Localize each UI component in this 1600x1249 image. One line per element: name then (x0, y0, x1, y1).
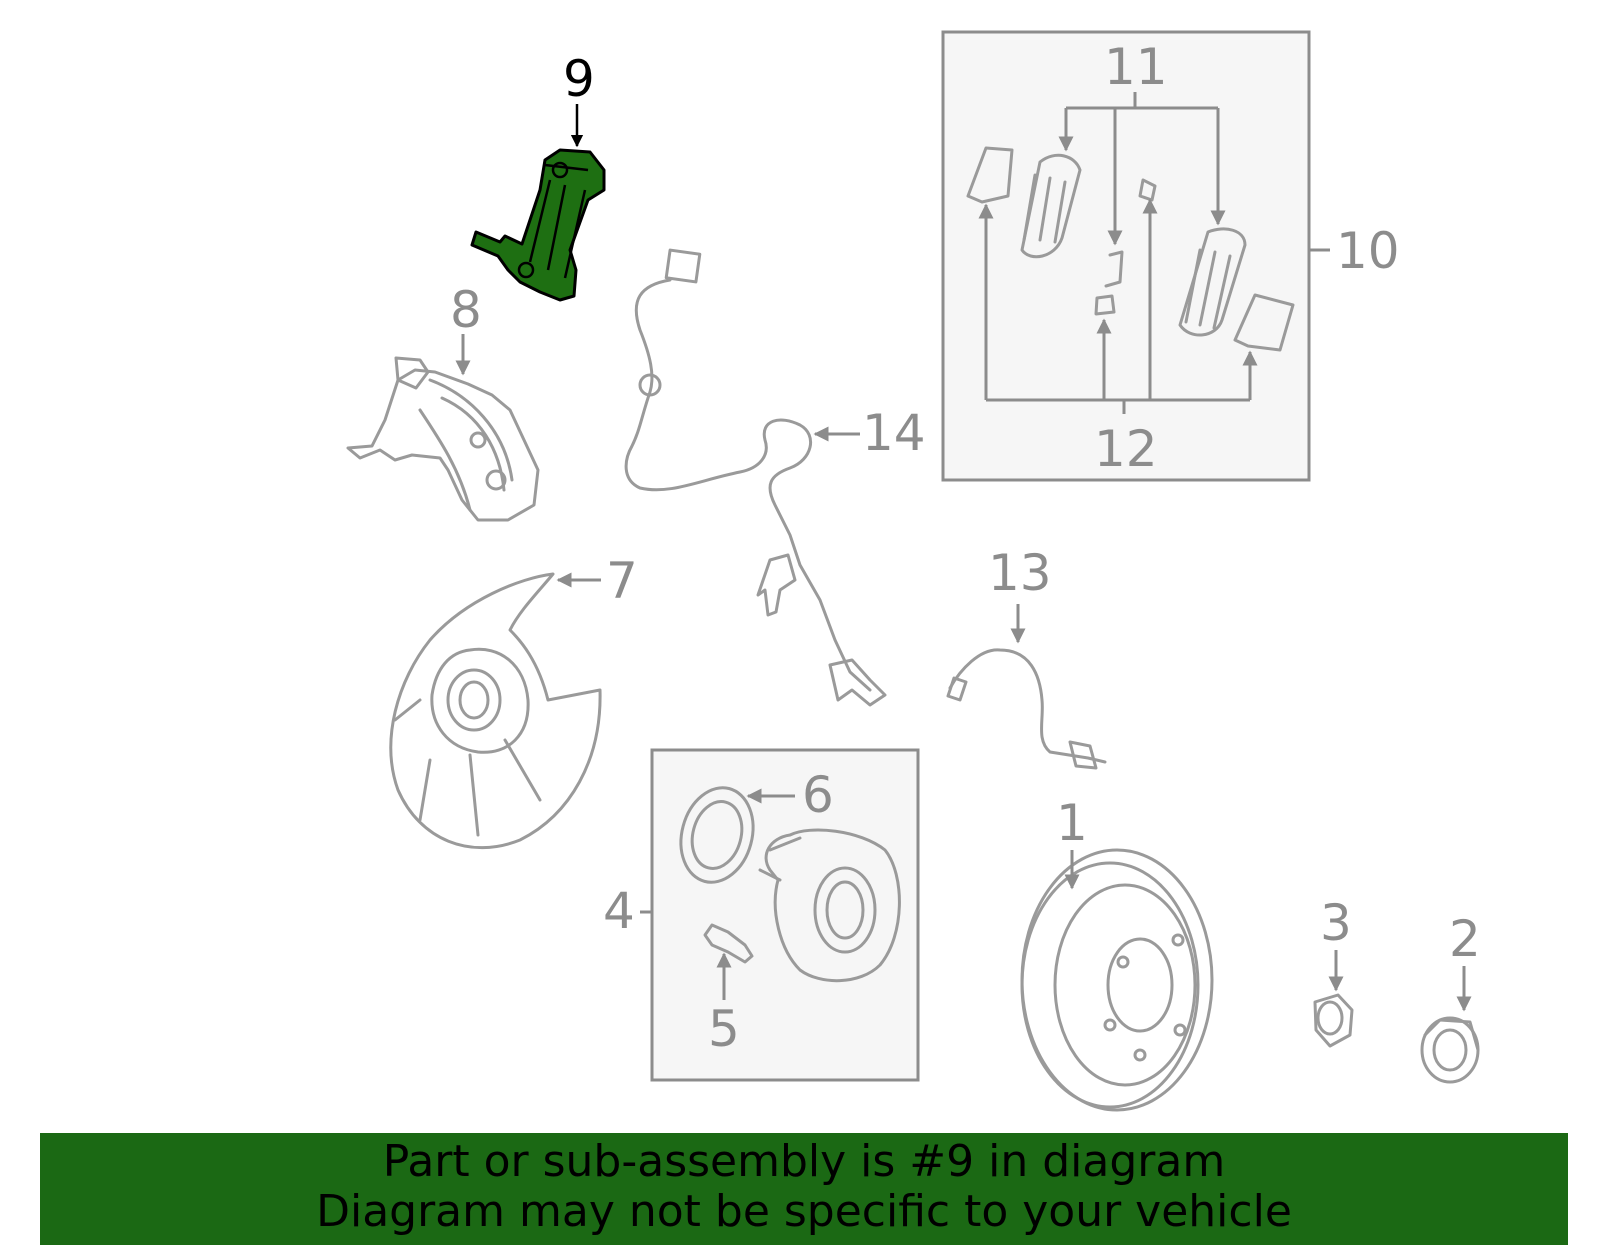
leader-12 (986, 398, 1250, 414)
callout-10[interactable]: 10 (1336, 222, 1400, 280)
banner-line-1: Part or sub-assembly is #9 in diagram (382, 1136, 1226, 1187)
caliper-support-part-9[interactable] (470, 148, 606, 302)
leader-lines (455, 92, 1472, 1012)
banner-line-2: Diagram may not be specific to your vehi… (316, 1186, 1292, 1237)
callout-labels: 9 8 7 14 13 6 4 5 1 3 2 10 11 12 (450, 38, 1481, 1058)
brake-pad-kit-box (941, 30, 1311, 482)
abs-sensor-harness-part-14[interactable] (624, 248, 887, 707)
callout-6[interactable]: 6 (802, 766, 834, 824)
callout-12[interactable]: 12 (1094, 420, 1158, 478)
callout-7[interactable]: 7 (606, 552, 638, 610)
callout-11[interactable]: 11 (1104, 38, 1168, 96)
hub-assembly-box (650, 748, 920, 1082)
wheel-hub[interactable] (758, 828, 901, 983)
callout-9[interactable]: 9 (563, 50, 595, 108)
callout-1[interactable]: 1 (1056, 794, 1088, 852)
brake-rotor-part-1[interactable] (1020, 848, 1214, 1112)
callout-3[interactable]: 3 (1320, 894, 1352, 952)
hub-bolt-part-5[interactable] (703, 923, 754, 964)
info-banner: Part or sub-assembly is #9 in diagram Di… (40, 1133, 1568, 1245)
callout-13[interactable]: 13 (988, 544, 1052, 602)
brake-caliper-part-8[interactable] (346, 356, 540, 522)
callout-5[interactable]: 5 (708, 1000, 740, 1058)
lug-nut-part-3[interactable] (1313, 993, 1354, 1048)
callout-8[interactable]: 8 (450, 281, 482, 339)
hub-nut-part-2[interactable] (1420, 1016, 1480, 1084)
callout-4[interactable]: 4 (603, 882, 635, 940)
dust-shield-part-7[interactable] (389, 572, 602, 850)
tone-ring-part-6[interactable] (671, 780, 763, 891)
callout-14[interactable]: 14 (862, 404, 926, 462)
callout-2[interactable]: 2 (1449, 910, 1481, 968)
leader-11 (1066, 92, 1218, 110)
brake-hose-part-13[interactable] (946, 648, 1107, 770)
